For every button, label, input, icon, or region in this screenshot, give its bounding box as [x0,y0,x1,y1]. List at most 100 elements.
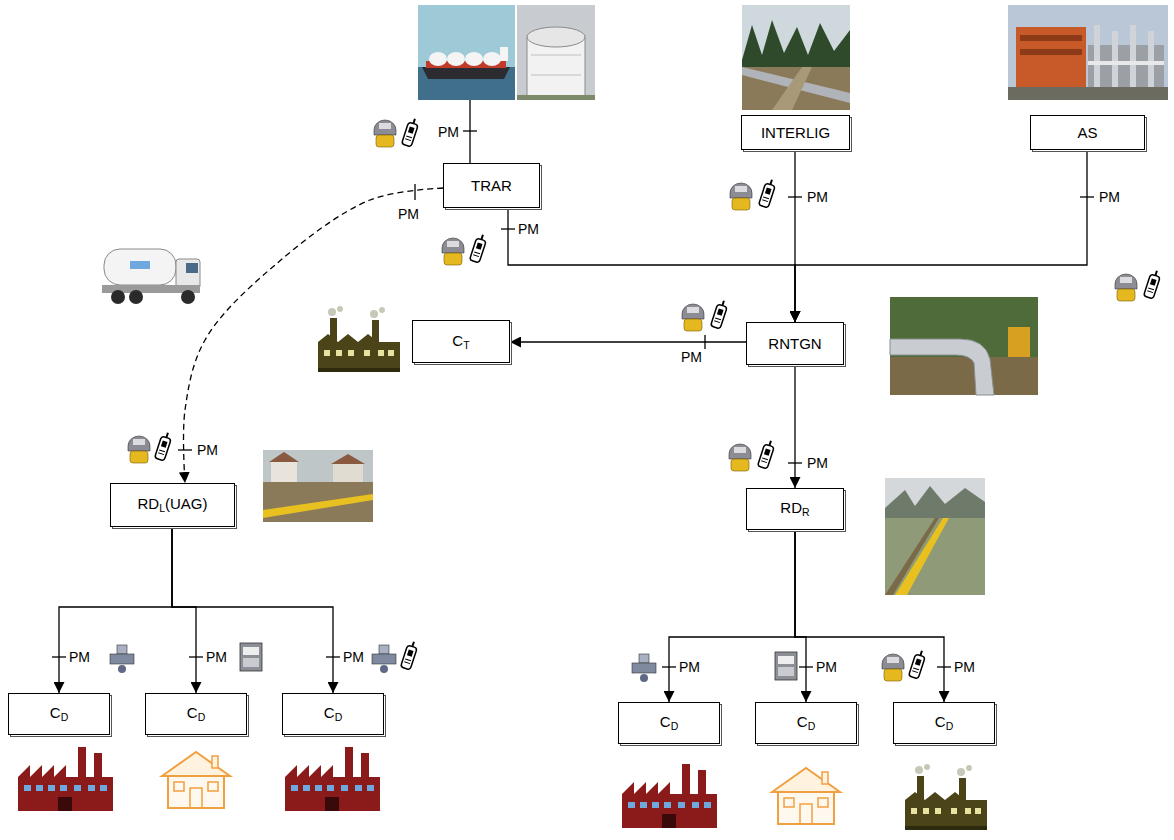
process-box: AS [1030,115,1145,150]
trench-photo [271,460,297,482]
process-box: CT [412,320,510,363]
pm-tick [463,130,477,131]
subscript-text: D [335,711,343,723]
storage-plant-photo [1008,5,1168,100]
power-plant-icon [905,764,987,830]
meter-point-label: PM [197,442,218,458]
pm-tick [178,449,192,450]
subscript-text: T [463,339,469,351]
meter-point-label: PM [206,649,227,665]
box-label: CD [797,713,815,733]
probe-symbol [1144,269,1162,299]
lng-tank-photo [517,5,595,100]
meter-symbol [442,238,464,265]
meter-symbol [730,183,752,210]
lng-tank-photo [531,55,581,56]
storage-plant-photo [1020,35,1082,41]
text-part: C [324,704,335,721]
meter-symbol [882,654,904,681]
trench-photo [263,494,373,518]
box-label: RNTGN [768,335,821,353]
transmission-pipe-photo [890,297,1038,395]
probe-symbol [470,233,488,263]
field-pipe-photo [885,486,985,518]
pipeline-photo [742,67,850,110]
flow-arrow [795,530,944,702]
subscript-text: D [946,720,954,732]
subscript-text: R [802,506,810,518]
text-part: C [452,332,463,349]
storage-plant-photo [1094,25,1100,87]
tanker-truck [176,259,200,289]
lng-ship-photo [418,5,515,100]
trench-photo [333,462,363,482]
pm-tick [52,131,1094,667]
field-pipe-photo [895,518,949,595]
meter-point-label: PM [69,649,90,665]
meter-point-label: PM [438,124,459,140]
trench-photo [263,482,373,522]
subscript-text: L [159,502,165,514]
process-box: RDL(UAG) [110,483,235,527]
text-part: RD [780,499,802,516]
lng-ship-photo [429,52,447,66]
field-pipe-photo [885,518,985,595]
pipeline-photo [772,67,812,110]
house-icon [772,768,840,824]
valve-symbol [110,645,134,673]
text-part: C [797,713,808,730]
meter-point-label: PM [398,206,419,222]
box-label: CD [50,704,68,724]
box-label: CD [660,713,678,733]
lng-tank-photo [527,27,585,47]
tanker-truck [129,290,143,304]
gas-meter-symbol [775,652,797,680]
process-box: CD [893,702,995,744]
flow-arrow [795,150,1087,322]
meter-point-label: PM [816,659,837,675]
subscript-text: D [808,720,816,732]
box-label: CT [452,332,469,352]
transmission-pipe-photo [890,357,1038,395]
text-part: C [50,704,61,721]
process-box: CD [282,693,384,735]
tanker-truck [181,290,195,304]
gas-meter-symbol [240,643,262,671]
process-box: CD [8,693,110,735]
process-box: INTERLIG [741,115,850,150]
flow-arrow [794,365,795,488]
storage-plant-photo [1020,49,1082,55]
field-pipe-photo [885,478,985,595]
flow-arrow [172,527,196,693]
transmission-pipe-photo [1008,327,1030,357]
storage-plant-photo [1112,31,1118,87]
flow-arrow [172,527,333,693]
flow-arrow [508,208,795,322]
factory-icon [18,747,113,811]
process-box: CD [145,693,247,735]
meter-point-label: PM [343,649,364,665]
process-box: CD [755,702,857,744]
probe-symbol [759,178,777,208]
pipeline-photo [742,5,850,110]
storage-plant-photo [1130,25,1136,87]
probe-symbol [402,117,420,147]
lng-ship-photo [447,52,465,66]
power-plant-icon [318,306,400,372]
box-label: TRAR [471,177,512,195]
factory-icon [285,747,380,811]
lng-ship-photo [500,47,508,61]
text-part: AS [1077,124,1097,141]
process-box: RNTGN [746,322,844,365]
trench-photo [331,454,365,464]
probe-symbol [401,640,419,670]
flow-arrow [59,527,172,693]
box-label: CD [324,704,342,724]
meter-point-label: PM [807,189,828,205]
flow-arrow [184,188,443,483]
process-box: CD [618,702,720,744]
box-label: RDL(UAG) [137,495,207,515]
flow-arrow [795,530,806,702]
